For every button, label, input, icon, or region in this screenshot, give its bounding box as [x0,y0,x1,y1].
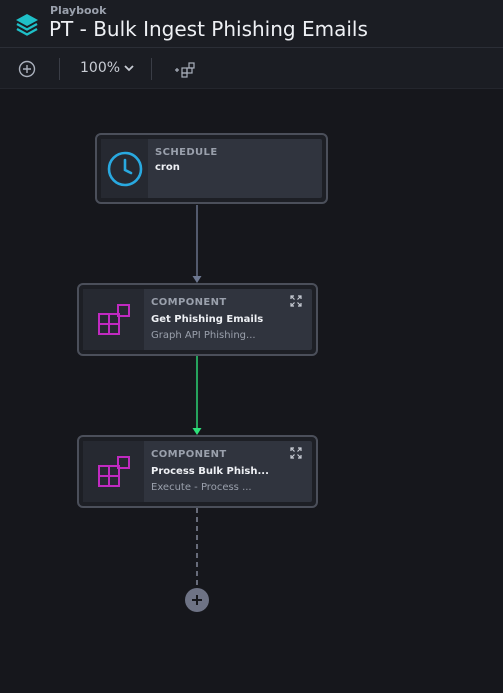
component-icon-tile [83,289,144,350]
schedule-node[interactable]: SCHEDULE cron [95,133,328,204]
component-icon [97,303,130,335]
add-step-button[interactable] [185,588,209,612]
expand-icon[interactable] [290,447,302,459]
component-icon-tile [83,441,144,502]
toolbar-divider [151,58,152,80]
add-component-icon[interactable] [174,60,196,78]
component-meta: COMPONENT Process Bulk Phish... Execute … [144,441,312,502]
arrowhead [192,276,202,283]
layers-icon [16,14,38,36]
schedule-card: SCHEDULE cron [101,139,322,198]
component-card: COMPONENT Process Bulk Phish... Execute … [83,441,312,502]
plus-icon [192,595,202,605]
component-node-get-phishing-emails[interactable]: COMPONENT Get Phishing Emails Graph API … [77,283,318,356]
toolbar-divider [59,58,60,80]
schedule-icon-tile [101,139,148,198]
add-circle-icon[interactable] [18,60,36,78]
node-subtitle: Graph API Phishing... [151,330,256,341]
arrowhead [192,428,202,435]
node-subtitle: Execute - Process ... [151,482,252,493]
component-card: COMPONENT Get Phishing Emails Graph API … [83,289,312,350]
node-type: COMPONENT [151,297,227,308]
expand-icon[interactable] [290,295,302,307]
schedule-meta: SCHEDULE cron [148,139,322,198]
component-node-process-bulk-phish[interactable]: COMPONENT Process Bulk Phish... Execute … [77,435,318,508]
chevron-down-icon [124,65,134,72]
node-type: COMPONENT [151,449,227,460]
app-header: Playbook PT - Bulk Ingest Phishing Email… [0,0,503,48]
component-meta: COMPONENT Get Phishing Emails Graph API … [144,289,312,350]
zoom-value: 100% [80,60,121,76]
node-name: cron [155,162,180,173]
node-name: Get Phishing Emails [151,314,264,325]
component-icon [97,455,130,487]
node-type: SCHEDULE [155,147,218,158]
node-name: Process Bulk Phish... [151,466,269,477]
clock-icon [107,151,142,186]
zoom-select[interactable]: 100% [80,60,134,76]
breadcrumb[interactable]: Playbook [50,4,107,17]
toolbar: 100% [0,48,503,89]
page-title: PT - Bulk Ingest Phishing Emails [49,17,368,41]
